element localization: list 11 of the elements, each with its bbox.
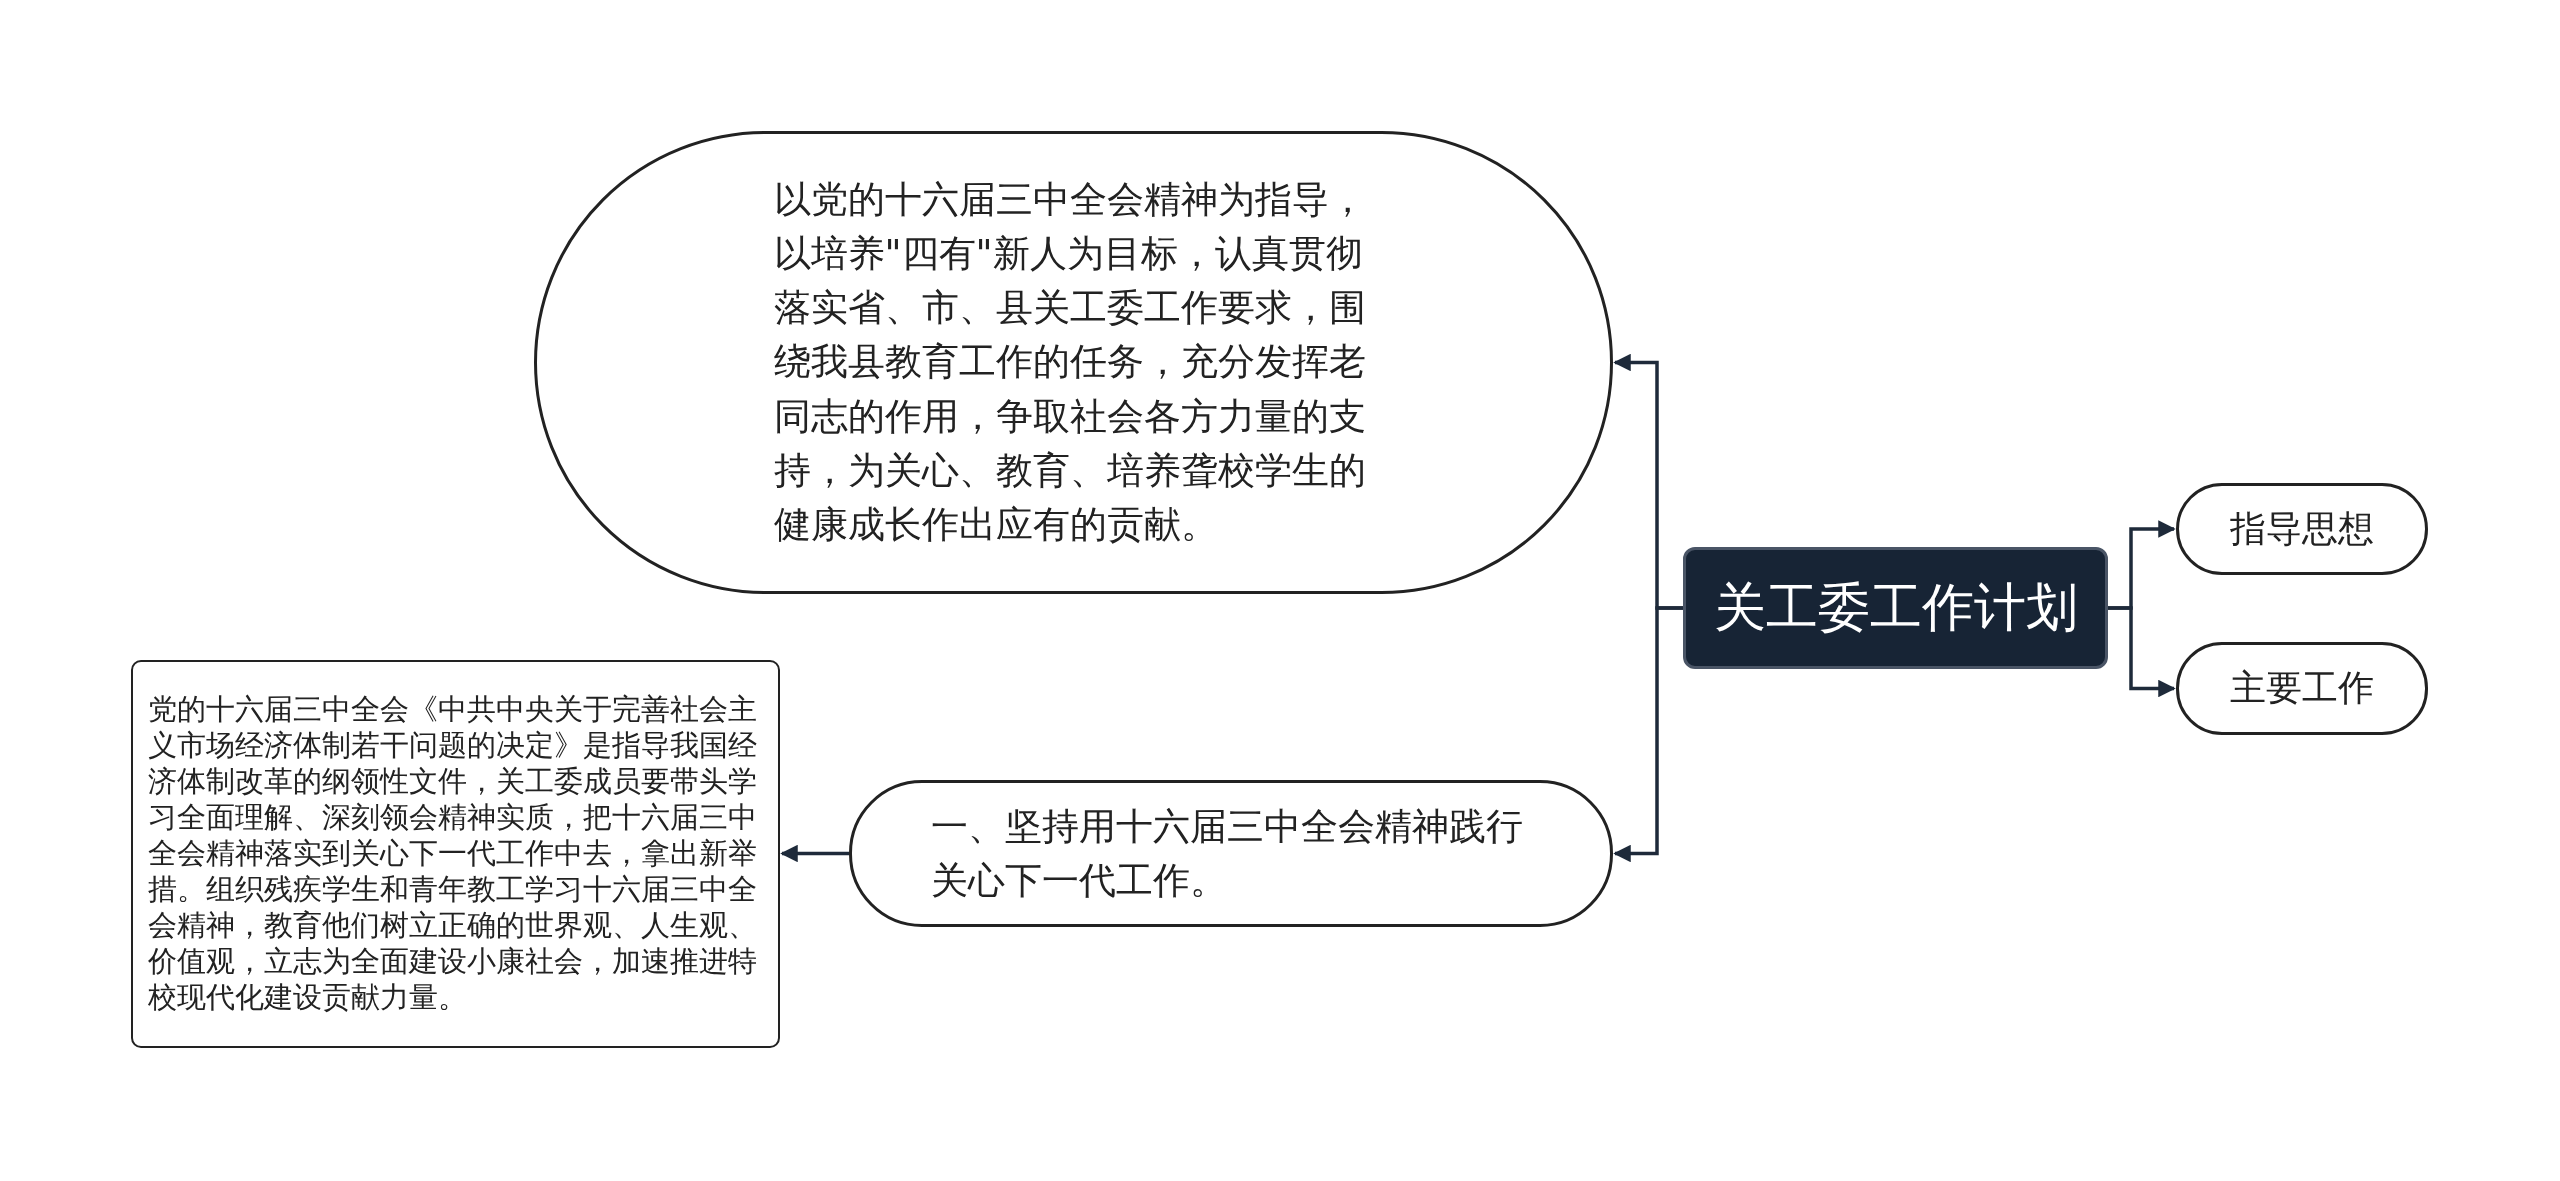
arrow [2108,606,2176,698]
node-text: 一、坚持用十六届三中全会精神践行关心下一代工作。 [931,803,1524,904]
arrow [1613,606,1683,863]
node-text: 指导思想 [2229,506,2375,551]
node-text: 以党的十六届三中全会精神为指导，以培养"四有"新人为目标，认真贯彻落实省、市、县关工委工作要求，围绕我县教育工作的任务，充分发挥老同志的作用，争取社会各方力量的支持，为关心、教育、培养聋校学生的健康成长作出应有的贡献。 [773,177,1367,548]
arrow [780,844,849,863]
note-box [131,660,780,1048]
node-text: 党的十六届三中全会《中共中央关于完善社会主义市场经济体制若干问题的决定》是指导我国经济体制改革的纲领性文件，关工委成员要带头学习全面理解、深刻领会精神实质，把十六届三中全会精神落实到关心下一代工作中去，拿出新举措。组织残疾学生和青年教工学习十六届三中全会精神，教育他们树立正确的世界观、人生观、价值观，立志为全面建设小康社会，加速推进特校现代化建设贡献力量。 [148,692,758,1016]
node-text: 主要工作 [2229,666,2375,711]
topic-box [1683,547,2108,669]
node-text: 关工委工作计划 [1712,576,2079,640]
